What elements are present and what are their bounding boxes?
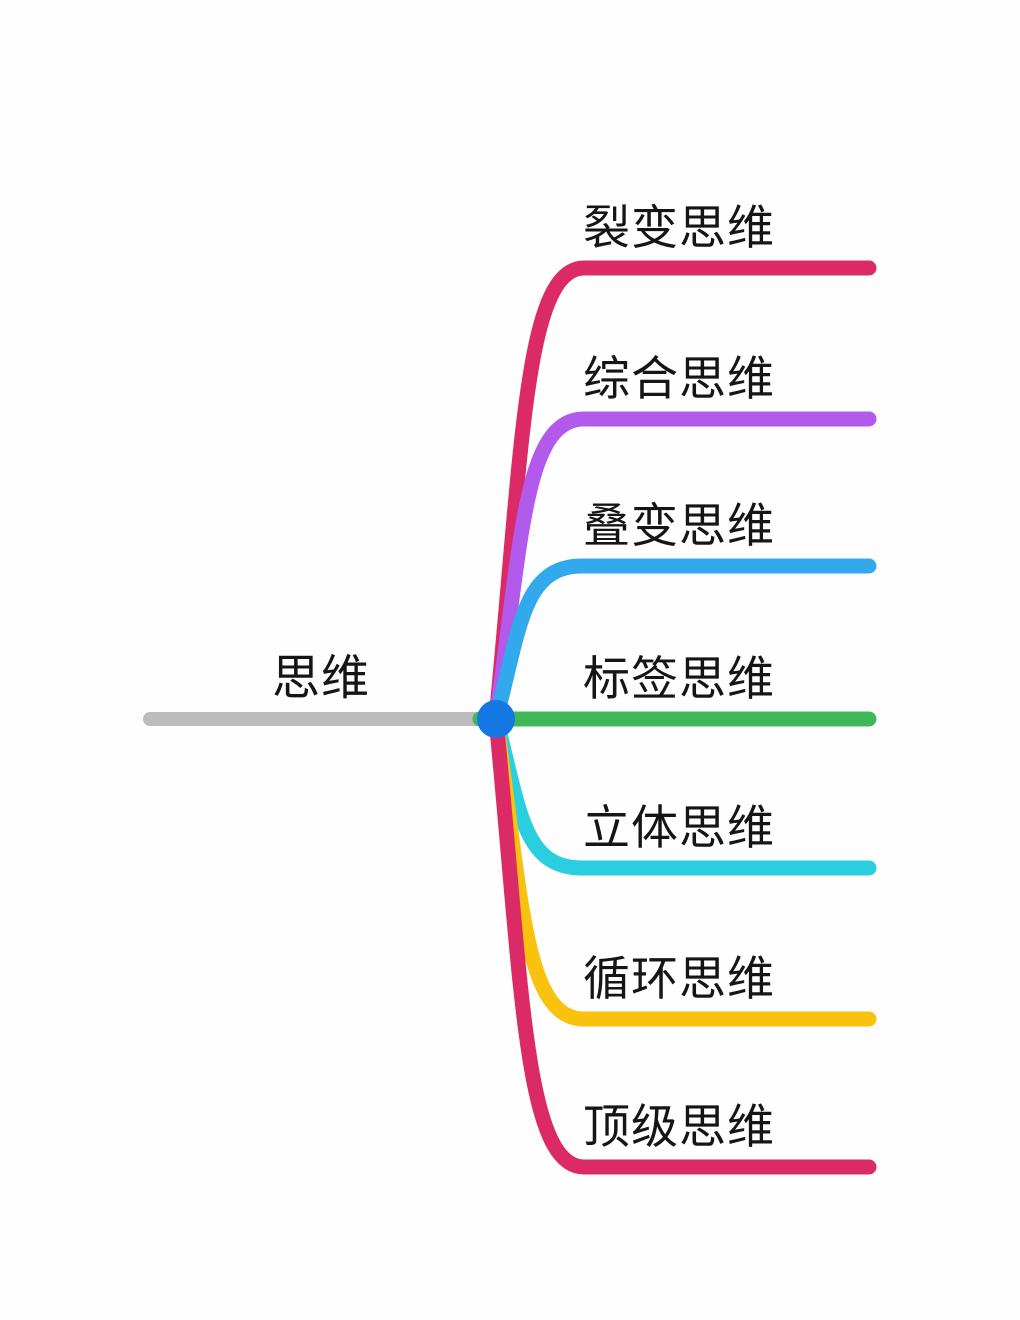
branch-label-6[interactable]: 循环思维 [583, 952, 775, 1005]
branch-label-4[interactable]: 标签思维 [583, 652, 775, 705]
branch-line-7 [488, 711, 877, 1175]
branch-line-2 [488, 411, 877, 727]
branch-label-7[interactable]: 顶级思维 [583, 1100, 775, 1153]
branch-line-3 [488, 558, 877, 727]
root-hub-dot[interactable] [477, 700, 515, 738]
branch-label-2[interactable]: 综合思维 [583, 352, 775, 405]
branch-label-3[interactable]: 叠变思维 [583, 499, 775, 552]
root-node-label[interactable]: 思维 [272, 652, 370, 705]
branch-label-1[interactable]: 裂变思维 [583, 201, 775, 254]
branch-label-5[interactable]: 立体思维 [583, 801, 775, 854]
